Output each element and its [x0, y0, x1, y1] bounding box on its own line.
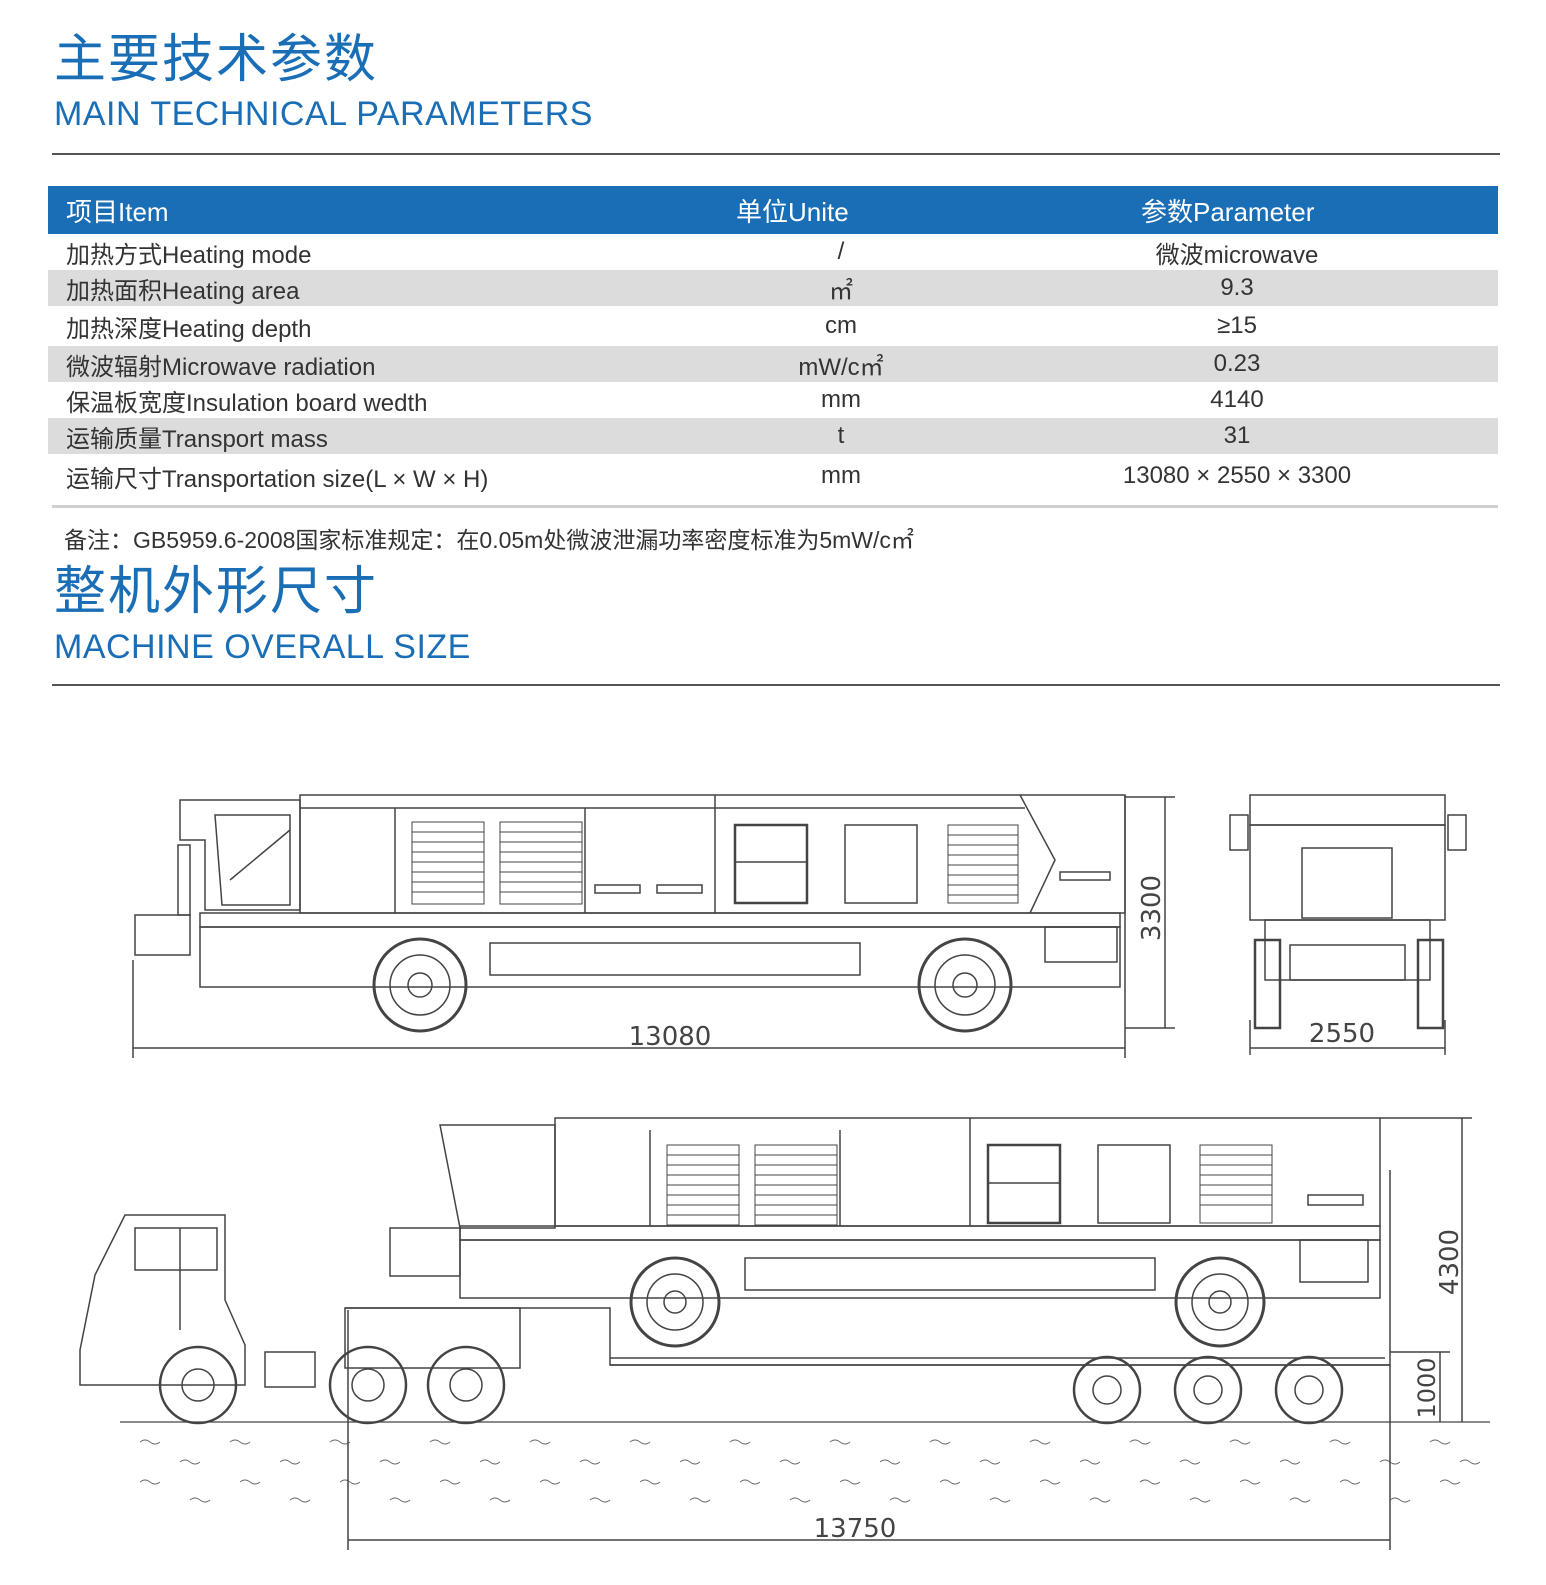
row-item: 加热深度Heating depth: [66, 315, 312, 343]
section-title-cn-2: 整机外形尺寸: [54, 562, 379, 622]
side-view-drawing: [132, 794, 1175, 1058]
row-unit: mW/c㎡: [706, 346, 976, 382]
row-value: 31: [976, 418, 1498, 454]
dimension-side-height: 3300: [1137, 875, 1167, 941]
row-unit: mm: [821, 462, 861, 489]
row-unit: /: [837, 238, 845, 265]
row-unit: t: [706, 418, 976, 454]
table-row: 加热面积Heating area ㎡ 9.3: [48, 270, 1498, 306]
row-item: 加热方式Heating mode: [66, 241, 312, 269]
row-value: 9.3: [976, 270, 1498, 306]
divider: [52, 153, 1500, 155]
dimension-deck-height: 1000: [1413, 1357, 1441, 1418]
front-view-drawing: [1229, 794, 1467, 1055]
row-unit: cm: [825, 312, 857, 339]
section-title-cn: 主要技术参数: [54, 30, 379, 90]
table-row: 保温板宽度Insulation board wedth mm 4140: [48, 382, 1498, 418]
dimension-transport-height: 4300: [1435, 1229, 1465, 1295]
row-value: ≥15: [1217, 312, 1257, 339]
dimension-transport-length: 13750: [814, 1514, 897, 1544]
table-row: 微波辐射Microwave radiation mW/c㎡ 0.23: [48, 346, 1498, 382]
table-note: 备注：GB5959.6-2008国家标准规定：在0.05m处微波泄漏功率密度标准…: [64, 527, 914, 553]
table-row: 运输尺寸Transportation size(L × W × H) mm 13…: [48, 454, 1498, 498]
header-item: 项目Item: [48, 186, 706, 234]
row-item: 运输尺寸Transportation size(L × W × H): [66, 465, 489, 493]
table-header-row: 项目Item 单位Unite 参数Parameter: [48, 186, 1498, 234]
row-item: 加热面积Heating area: [48, 270, 706, 306]
table-bottom-rule: [52, 505, 1498, 508]
row-unit: ㎡: [706, 270, 976, 306]
table-row: 加热深度Heating depth cm ≥15: [48, 306, 1498, 346]
parameters-table: 项目Item 单位Unite 参数Parameter 加热方式Heating m…: [48, 186, 1498, 498]
header-parameter: 参数Parameter: [976, 186, 1498, 234]
row-item: 微波辐射Microwave radiation: [48, 346, 706, 382]
transport-view-drawing: [79, 1117, 1490, 1550]
row-value: 微波microwave: [1155, 241, 1319, 269]
row-value: 4140: [1210, 386, 1264, 413]
row-value: 0.23: [976, 346, 1498, 382]
section-title-en-2: MACHINE OVERALL SIZE: [54, 628, 471, 666]
dimension-front-width: 2550: [1309, 1019, 1375, 1049]
section-title-en: MAIN TECHNICAL PARAMETERS: [54, 95, 593, 133]
table-row: 运输质量Transport mass t 31: [48, 418, 1498, 454]
table-row: 加热方式Heating mode / 微波microwave: [48, 234, 1498, 270]
row-item: 运输质量Transport mass: [48, 418, 706, 454]
row-item: 保温板宽度Insulation board wedth: [66, 389, 428, 417]
row-value: 13080 × 2550 × 3300: [1122, 462, 1352, 489]
divider-2: [52, 684, 1500, 686]
dimension-side-length: 13080: [629, 1022, 712, 1052]
row-unit: mm: [821, 386, 861, 413]
header-unit: 单位Unite: [706, 186, 976, 234]
